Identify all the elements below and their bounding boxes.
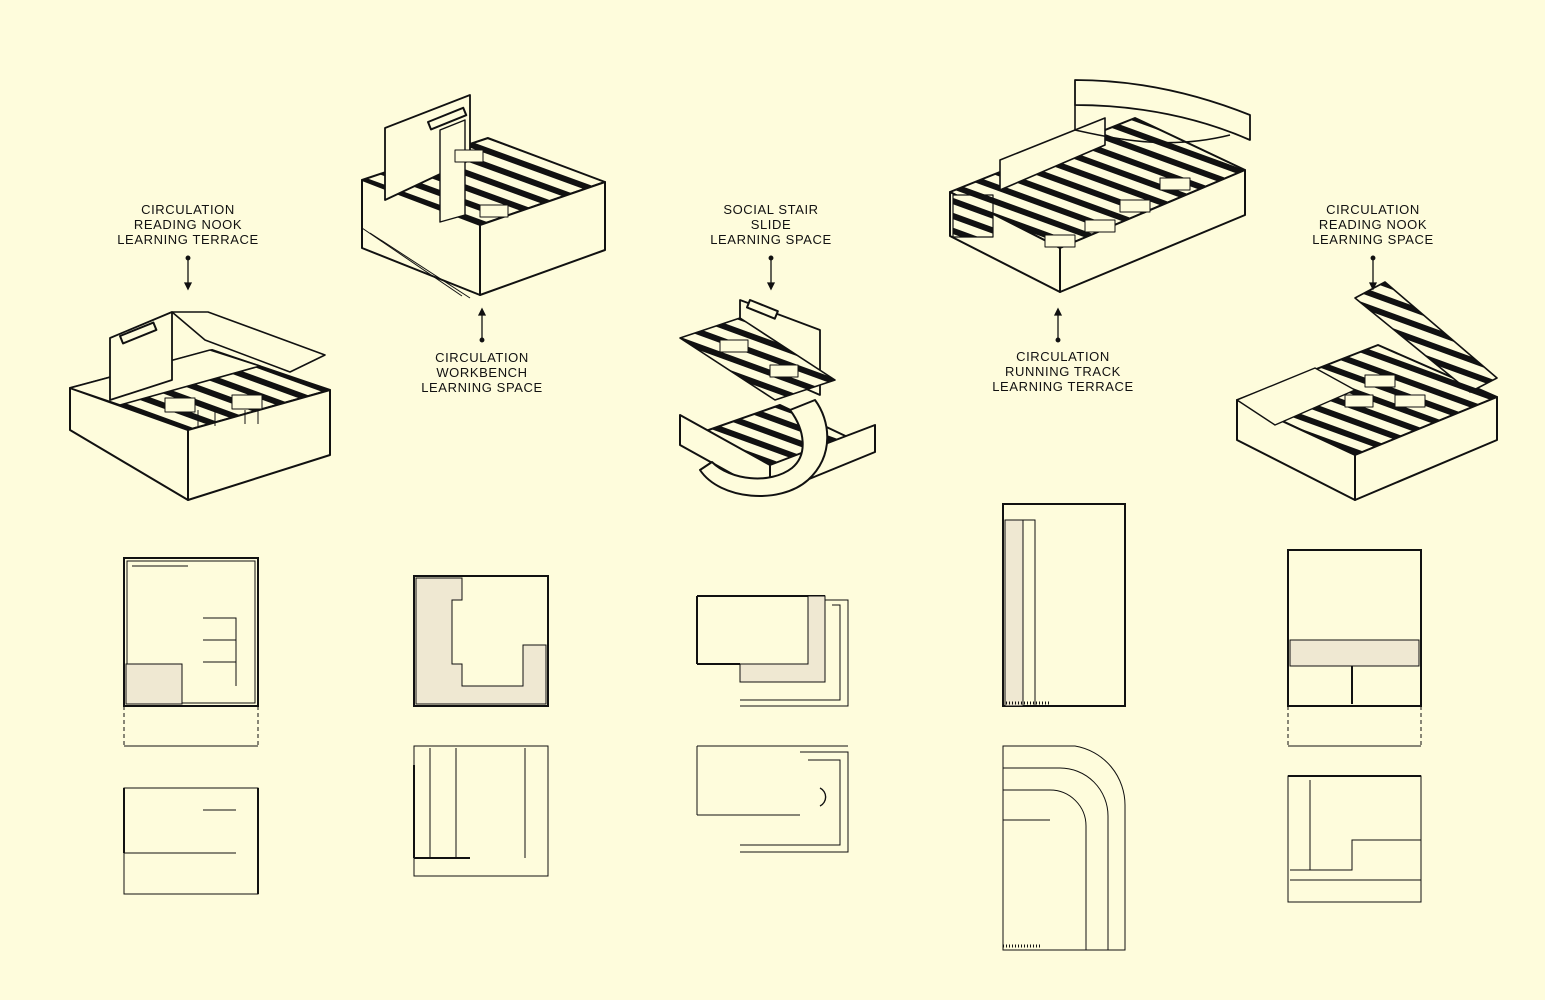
module-3-axonometric	[679, 299, 876, 497]
module-5-plans	[1287, 549, 1422, 903]
leader-arrows	[183, 255, 1378, 343]
module-5-label: CIRCULATION READING NOOK LEARNING SPACE	[1263, 202, 1483, 247]
module-4-axonometric	[949, 79, 1251, 293]
label-line: CIRCULATION	[141, 202, 235, 217]
module-1-plans	[123, 557, 259, 895]
module-5-axonometric	[1236, 281, 1498, 501]
module-4-plans	[1002, 503, 1126, 951]
module-3-plans	[696, 595, 849, 853]
module-1-label: CIRCULATION READING NOOK LEARNING TERRAC…	[78, 202, 298, 247]
module-2-axonometric	[361, 94, 606, 299]
label-line: RUNNING TRACK	[1005, 364, 1121, 379]
label-line: CIRCULATION	[1016, 349, 1110, 364]
module-1-axonometric	[69, 311, 331, 501]
module-4-label: CIRCULATION RUNNING TRACK LEARNING TERRA…	[953, 349, 1173, 394]
label-line: LEARNING TERRACE	[992, 379, 1134, 394]
label-line: SOCIAL STAIR	[723, 202, 819, 217]
label-line: LEARNING SPACE	[1312, 232, 1434, 247]
label-line: WORKBENCH	[436, 365, 528, 380]
label-line: SLIDE	[750, 217, 792, 232]
module-3-label: SOCIAL STAIR SLIDE LEARNING SPACE	[661, 202, 881, 247]
module-2-plans	[413, 575, 549, 877]
module-2-label: CIRCULATION WORKBENCH LEARNING SPACE	[372, 350, 592, 395]
label-line: READING NOOK	[133, 217, 243, 232]
label-line: LEARNING TERRACE	[117, 232, 259, 247]
label-line: READING NOOK	[1318, 217, 1428, 232]
label-line: CIRCULATION	[435, 350, 529, 365]
label-line: LEARNING SPACE	[421, 380, 543, 395]
label-line: LEARNING SPACE	[710, 232, 832, 247]
label-line: CIRCULATION	[1326, 202, 1420, 217]
